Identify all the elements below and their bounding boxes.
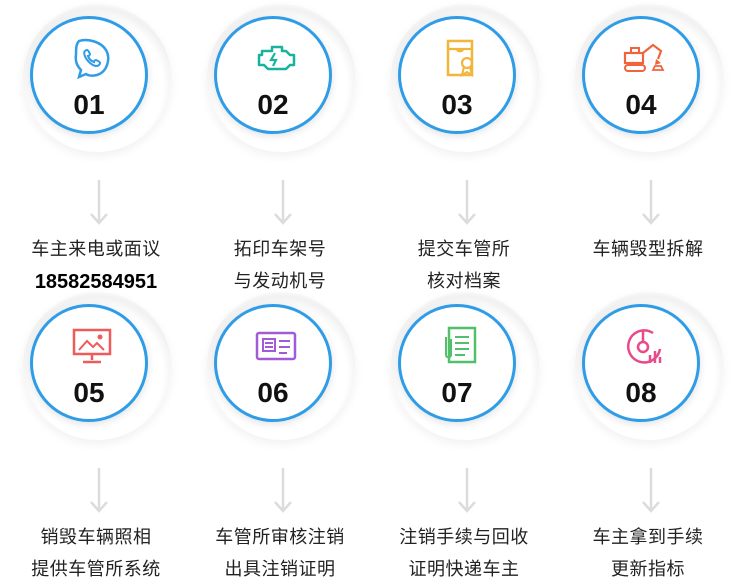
arrow-down-icon xyxy=(642,468,660,513)
step-label-line1: 销毁车辆照相 xyxy=(40,527,152,548)
step-label: 销毁车辆照相 提供车管所系统 xyxy=(6,522,186,586)
step-circle: 04 xyxy=(582,16,700,134)
stats-gauge-icon xyxy=(627,329,662,364)
step-label-line1: 车管所审核注销 xyxy=(215,527,345,548)
step-circle: 08 xyxy=(582,304,700,422)
step-label-line1: 拓印车架号 xyxy=(233,239,327,260)
id-card-icon xyxy=(255,331,297,361)
step-number: 05 xyxy=(73,377,105,408)
step-circle: 07 xyxy=(398,304,516,422)
step-01: 01 车主来电或面议 18582584951 xyxy=(6,4,186,294)
step-08: 08 车主拿到手续 更新指标 xyxy=(558,292,738,582)
step-circle: 01 xyxy=(30,16,148,134)
monitor-photo-icon xyxy=(72,328,112,364)
step-07: 07 注销手续与回收 证明快递车主 xyxy=(374,292,554,582)
engine-icon xyxy=(257,45,296,71)
phone-number: 18582584951 xyxy=(34,271,158,293)
step-number: 08 xyxy=(625,377,657,408)
arrow-down-icon xyxy=(642,180,660,225)
arrow-down-icon xyxy=(274,180,292,225)
step-label: 车主来电或面议 18582584951 xyxy=(6,234,186,298)
step-label: 车管所审核注销 出具注销证明 xyxy=(190,522,370,586)
step-label-line2: 核对档案 xyxy=(427,271,501,292)
step-circle: 06 xyxy=(214,304,332,422)
arrow-down-icon xyxy=(90,180,108,225)
step-label: 车辆毁型拆解 xyxy=(558,234,738,266)
step-label-line1: 车辆毁型拆解 xyxy=(592,239,704,260)
step-04: 04 车辆毁型拆解 xyxy=(558,4,738,294)
step-label-line2: 更新指标 xyxy=(611,559,685,580)
step-number: 02 xyxy=(257,89,289,120)
step-06: 06 车管所审核注销 出具注销证明 xyxy=(190,292,370,582)
file-archive-icon xyxy=(446,39,474,78)
step-02: 02 拓印车架号 与发动机号 xyxy=(190,4,370,294)
step-number: 07 xyxy=(441,377,473,408)
step-circle: 05 xyxy=(30,304,148,422)
phone-chat-icon xyxy=(74,38,110,79)
step-label-line1: 注销手续与回收 xyxy=(399,527,529,548)
step-label-line2: 提供车管所系统 xyxy=(31,559,161,580)
step-number: 06 xyxy=(257,377,289,408)
step-number: 04 xyxy=(625,89,657,120)
step-05: 05 销毁车辆照相 提供车管所系统 xyxy=(6,292,186,582)
step-number: 01 xyxy=(73,89,105,120)
step-label-line2: 出具注销证明 xyxy=(224,559,336,580)
step-label-line1: 车主拿到手续 xyxy=(592,527,704,548)
step-label-line2: 证明快递车主 xyxy=(408,559,520,580)
step-label: 拓印车架号 与发动机号 xyxy=(190,234,370,298)
document-clip-icon xyxy=(445,326,477,364)
step-label: 提交车管所 核对档案 xyxy=(374,234,554,298)
excavator-icon xyxy=(623,43,665,72)
step-label-line1: 车主来电或面议 xyxy=(31,239,161,260)
step-label-line1: 提交车管所 xyxy=(417,239,511,260)
step-label-line2: 与发动机号 xyxy=(233,271,327,292)
step-label: 注销手续与回收 证明快递车主 xyxy=(374,522,554,586)
arrow-down-icon xyxy=(274,468,292,513)
step-label: 车主拿到手续 更新指标 xyxy=(558,522,738,586)
arrow-down-icon xyxy=(458,180,476,225)
arrow-down-icon xyxy=(458,468,476,513)
step-03: 03 提交车管所 核对档案 xyxy=(374,4,554,294)
step-number: 03 xyxy=(441,89,473,120)
arrow-down-icon xyxy=(90,468,108,513)
step-circle: 02 xyxy=(214,16,332,134)
step-circle: 03 xyxy=(398,16,516,134)
